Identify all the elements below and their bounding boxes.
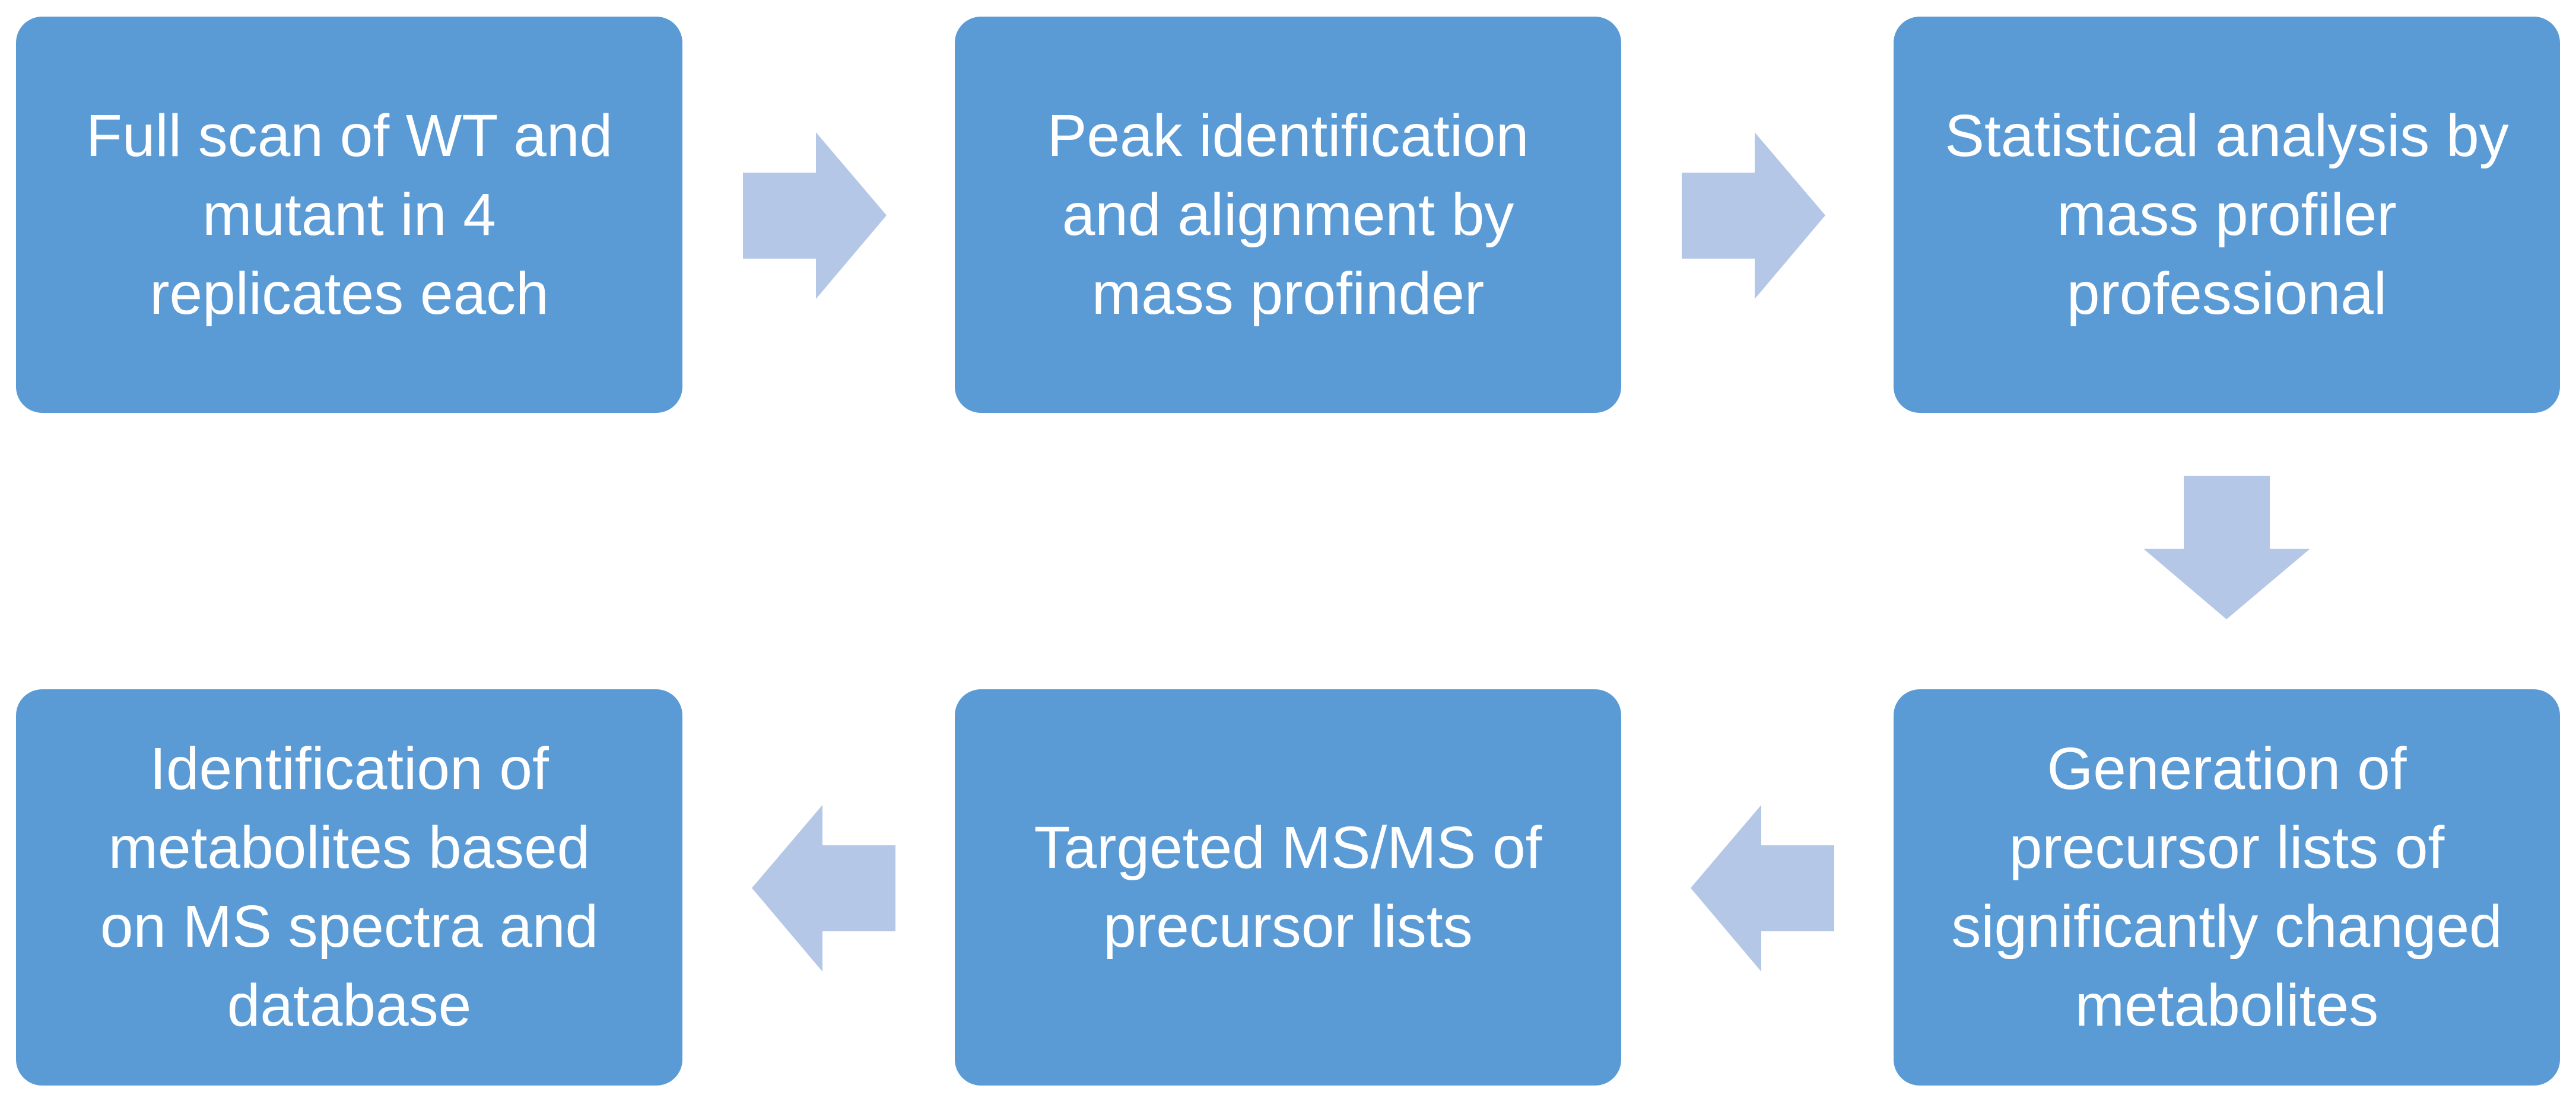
arrow-down-icon <box>2143 476 2310 619</box>
step-statistical-analysis-label: Statistical analysis by mass profiler pr… <box>1945 102 2509 327</box>
step-full-scan-label: Full scan of WT and mutant in 4 replicat… <box>85 102 613 327</box>
step-precursor-generation-box: Generation of precursor lists of signifi… <box>1894 689 2560 1086</box>
step-identification-box: Identification of metabolites based on M… <box>16 689 682 1086</box>
step-peak-identification-label: Peak identification and alignment by mas… <box>1047 102 1529 327</box>
step-precursor-generation-label: Generation of precursor lists of signifi… <box>1951 736 2502 1039</box>
step-identification-label: Identification of metabolites based on M… <box>100 736 599 1039</box>
step-peak-identification-box: Peak identification and alignment by mas… <box>955 17 1621 413</box>
step-full-scan-box: Full scan of WT and mutant in 4 replicat… <box>16 17 682 413</box>
step-targeted-msms-box: Targeted MS/MS of precursor lists <box>955 689 1621 1086</box>
step-targeted-msms-label: Targeted MS/MS of precursor lists <box>1034 814 1542 960</box>
step-statistical-analysis-box: Statistical analysis by mass profiler pr… <box>1894 17 2560 413</box>
arrow-right-1-icon <box>743 132 887 299</box>
arrow-right-2-icon <box>1682 132 1825 299</box>
arrow-left-1-icon <box>1691 805 1834 972</box>
arrow-left-2-icon <box>752 805 895 972</box>
